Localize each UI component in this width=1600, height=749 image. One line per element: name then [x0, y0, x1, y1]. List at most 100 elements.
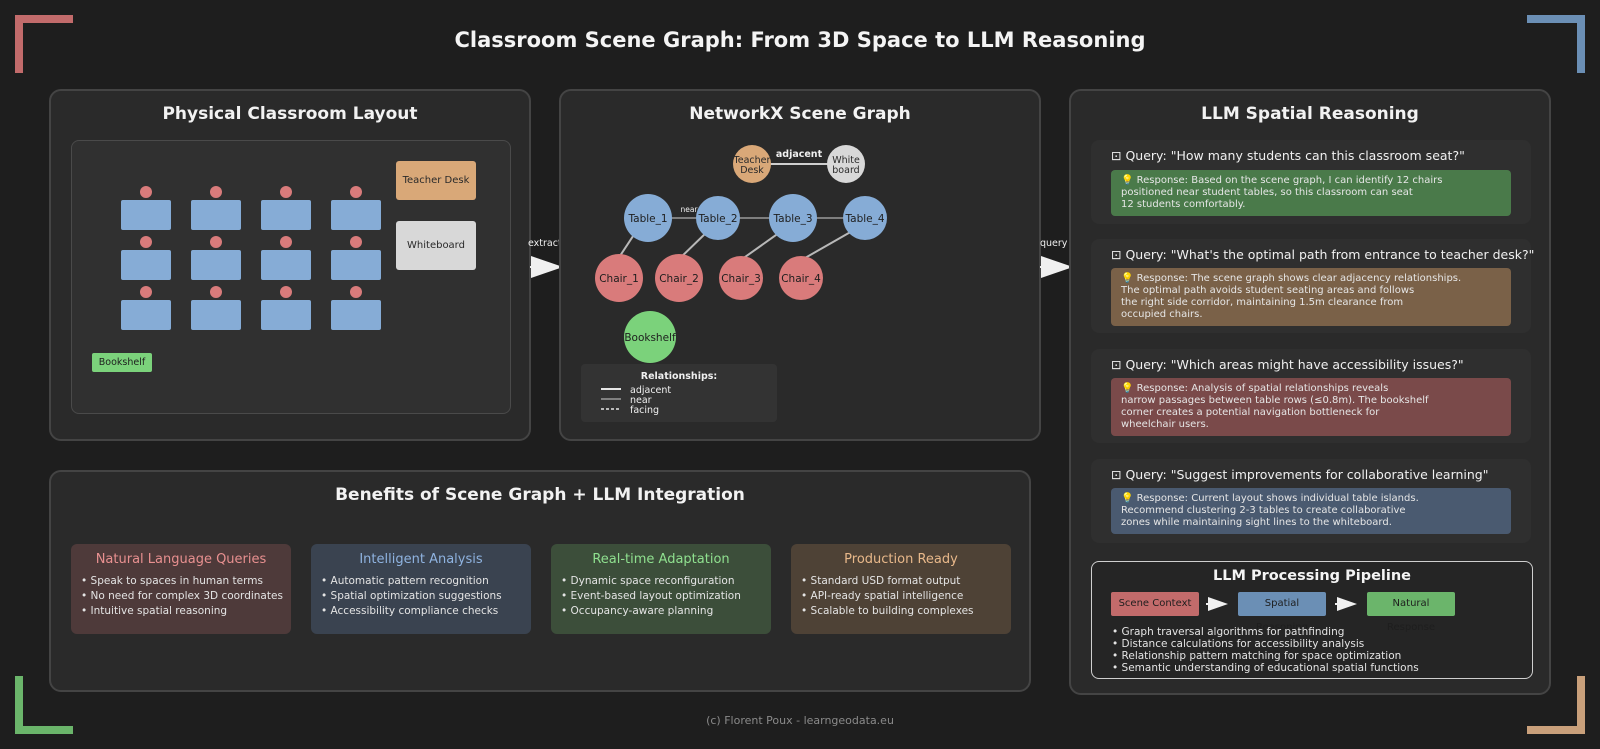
query-text: ⊡ Query: "Suggest improvements for colla… [1111, 467, 1489, 482]
node-table-4 [843, 196, 887, 240]
benefit-item: • Spatial optimization suggestions [321, 590, 502, 602]
pipeline-title: LLM Processing Pipeline [1212, 568, 1411, 584]
student-table[interactable] [331, 300, 381, 330]
student-chair[interactable] [280, 286, 292, 298]
benefit-list: • Speak to spaces in human terms • No ne… [81, 574, 283, 619]
benefit-item: • Standard USD format output [801, 575, 961, 587]
bookshelf-label: Bookshelf [98, 357, 146, 368]
pipeline-step-natural-response: Natural Response [1367, 592, 1455, 633]
student-chair[interactable] [210, 286, 222, 298]
pipeline-step-spatial-reasoning: Spatial Reasoning [1238, 592, 1326, 633]
pipeline-details: • Graph traversal algorithms for pathfin… [1112, 626, 1419, 674]
student-table[interactable] [261, 300, 311, 330]
student-table[interactable] [121, 250, 171, 280]
query-card-4[interactable]: ⊡ Query: "Suggest improvements for colla… [1091, 459, 1531, 543]
query-text: ⊡ Query: "How many students can this cla… [1111, 148, 1465, 163]
node-table-2 [696, 196, 740, 240]
student-chair[interactable] [210, 236, 222, 248]
student-chair[interactable] [350, 186, 362, 198]
benefit-card-real-time-adaptation: Real-time Adaptation • Dynamic space rec… [551, 544, 771, 634]
edge-label-near: near [680, 205, 698, 214]
pipeline-item: • Semantic understanding of educational … [1112, 662, 1419, 674]
benefit-list: • Dynamic space reconfiguration • Event-… [561, 574, 741, 619]
pipeline-item: • Graph traversal algorithms for pathfin… [1112, 626, 1345, 638]
page-title: Classroom Scene Graph: From 3D Space to … [454, 28, 1146, 52]
benefit-item: • Dynamic space reconfiguration [561, 575, 735, 587]
node-whiteboard-line1: White [832, 155, 860, 166]
node-whiteboard-line2: board [832, 165, 859, 176]
relationship-legend [581, 364, 777, 422]
student-table[interactable] [121, 200, 171, 230]
student-table[interactable] [191, 200, 241, 230]
node-table-3 [769, 194, 817, 242]
pipeline-item: • Relationship pattern matching for spac… [1112, 650, 1402, 662]
classroom-floor: Teacher Desk Whiteboard Bookshelf [71, 140, 511, 414]
student-table[interactable] [261, 250, 311, 280]
student-chair[interactable] [140, 186, 152, 198]
pipeline-step-scene-context: Scene Context [1111, 592, 1199, 616]
node-chair-1-label: Chair_1 [599, 273, 639, 285]
benefit-title: Real-time Adaptation [592, 552, 730, 567]
response-box: 💡 Response: Analysis of spatial relation… [1111, 378, 1511, 436]
benefit-title: Production Ready [844, 552, 958, 567]
benefit-item: • Accessibility compliance checks [321, 605, 499, 617]
legend-title: Relationships: [641, 371, 717, 382]
benefit-item: • No need for complex 3D coordinates [81, 590, 283, 602]
pipeline-box: LLM Processing Pipeline Scene Context Sp… [1091, 561, 1533, 679]
benefits-panel: Benefits of Scene Graph + LLM Integratio… [49, 470, 1031, 692]
response-text: Response: The scene graph shows clear ad… [1121, 273, 1462, 320]
extract-label: extract [528, 238, 562, 249]
node-whiteboard [827, 145, 865, 183]
node-chair-4 [779, 256, 823, 300]
node-bookshelf [624, 311, 676, 363]
student-table[interactable] [261, 200, 311, 230]
pipeline-arrow-1 [1206, 597, 1228, 611]
student-table[interactable] [331, 250, 381, 280]
student-table[interactable] [191, 300, 241, 330]
whiteboard[interactable]: Whiteboard [396, 221, 476, 270]
student-chair[interactable] [350, 286, 362, 298]
benefit-item: • Event-based layout optimization [561, 590, 741, 602]
benefit-item: • Speak to spaces in human terms [81, 575, 263, 587]
node-table-1 [624, 194, 672, 242]
node-chair-4-label: Chair_4 [781, 273, 821, 285]
node-chair-2-label: Chair_2 [659, 273, 699, 285]
query-text: ⊡ Query: "What's the optimal path from e… [1111, 247, 1535, 262]
pipeline-arrow-2 [1335, 597, 1357, 611]
student-chair[interactable] [280, 186, 292, 198]
student-chair[interactable] [350, 236, 362, 248]
query-card-2[interactable]: ⊡ Query: "What's the optimal path from e… [1091, 239, 1535, 333]
panel-title: NetworkX Scene Graph [689, 104, 911, 124]
student-table[interactable] [121, 300, 171, 330]
student-table[interactable] [331, 200, 381, 230]
pipeline-item: • Distance calculations for accessibilit… [1112, 638, 1365, 650]
response-text: Response: Analysis of spatial relationsh… [1121, 383, 1429, 430]
bookshelf[interactable]: Bookshelf [92, 353, 152, 372]
response-text: Response: Based on the scene graph, I ca… [1121, 175, 1443, 210]
query-arrow: query [1038, 230, 1078, 280]
student-chair[interactable] [140, 286, 152, 298]
node-table-4-label: Table_4 [844, 213, 884, 225]
query-label: query [1040, 238, 1068, 249]
query-card-3[interactable]: ⊡ Query: "Which areas might have accessi… [1091, 349, 1531, 443]
legend-item-adjacent: adjacent [630, 385, 671, 396]
extract-arrow: extract [528, 230, 568, 280]
benefit-card-production-ready: Production Ready • Standard USD format o… [791, 544, 1011, 634]
teacher-desk[interactable]: Teacher Desk [396, 161, 476, 200]
student-table[interactable] [191, 250, 241, 280]
student-chair[interactable] [280, 236, 292, 248]
node-table-2-label: Table_2 [697, 213, 737, 225]
benefit-item: • Scalable to building complexes [801, 605, 974, 617]
query-text: ⊡ Query: "Which areas might have accessi… [1111, 357, 1464, 372]
panel-title: Physical Classroom Layout [162, 104, 418, 124]
student-chair[interactable] [140, 236, 152, 248]
node-chair-3-label: Chair_3 [721, 273, 761, 285]
scene-graph: adjacent near Teacher Desk White board T… [581, 145, 887, 422]
node-teacher-desk-line1: Teacher [733, 155, 771, 166]
footer-credit: (c) Florent Poux - learngeodata.eu [706, 714, 894, 727]
edge-table4-chair4 [797, 229, 855, 263]
student-chair[interactable] [210, 186, 222, 198]
node-chair-1 [595, 254, 643, 302]
benefit-list: • Automatic pattern recognition • Spatia… [321, 574, 502, 619]
query-card-1[interactable]: ⊡ Query: "How many students can this cla… [1091, 140, 1531, 224]
